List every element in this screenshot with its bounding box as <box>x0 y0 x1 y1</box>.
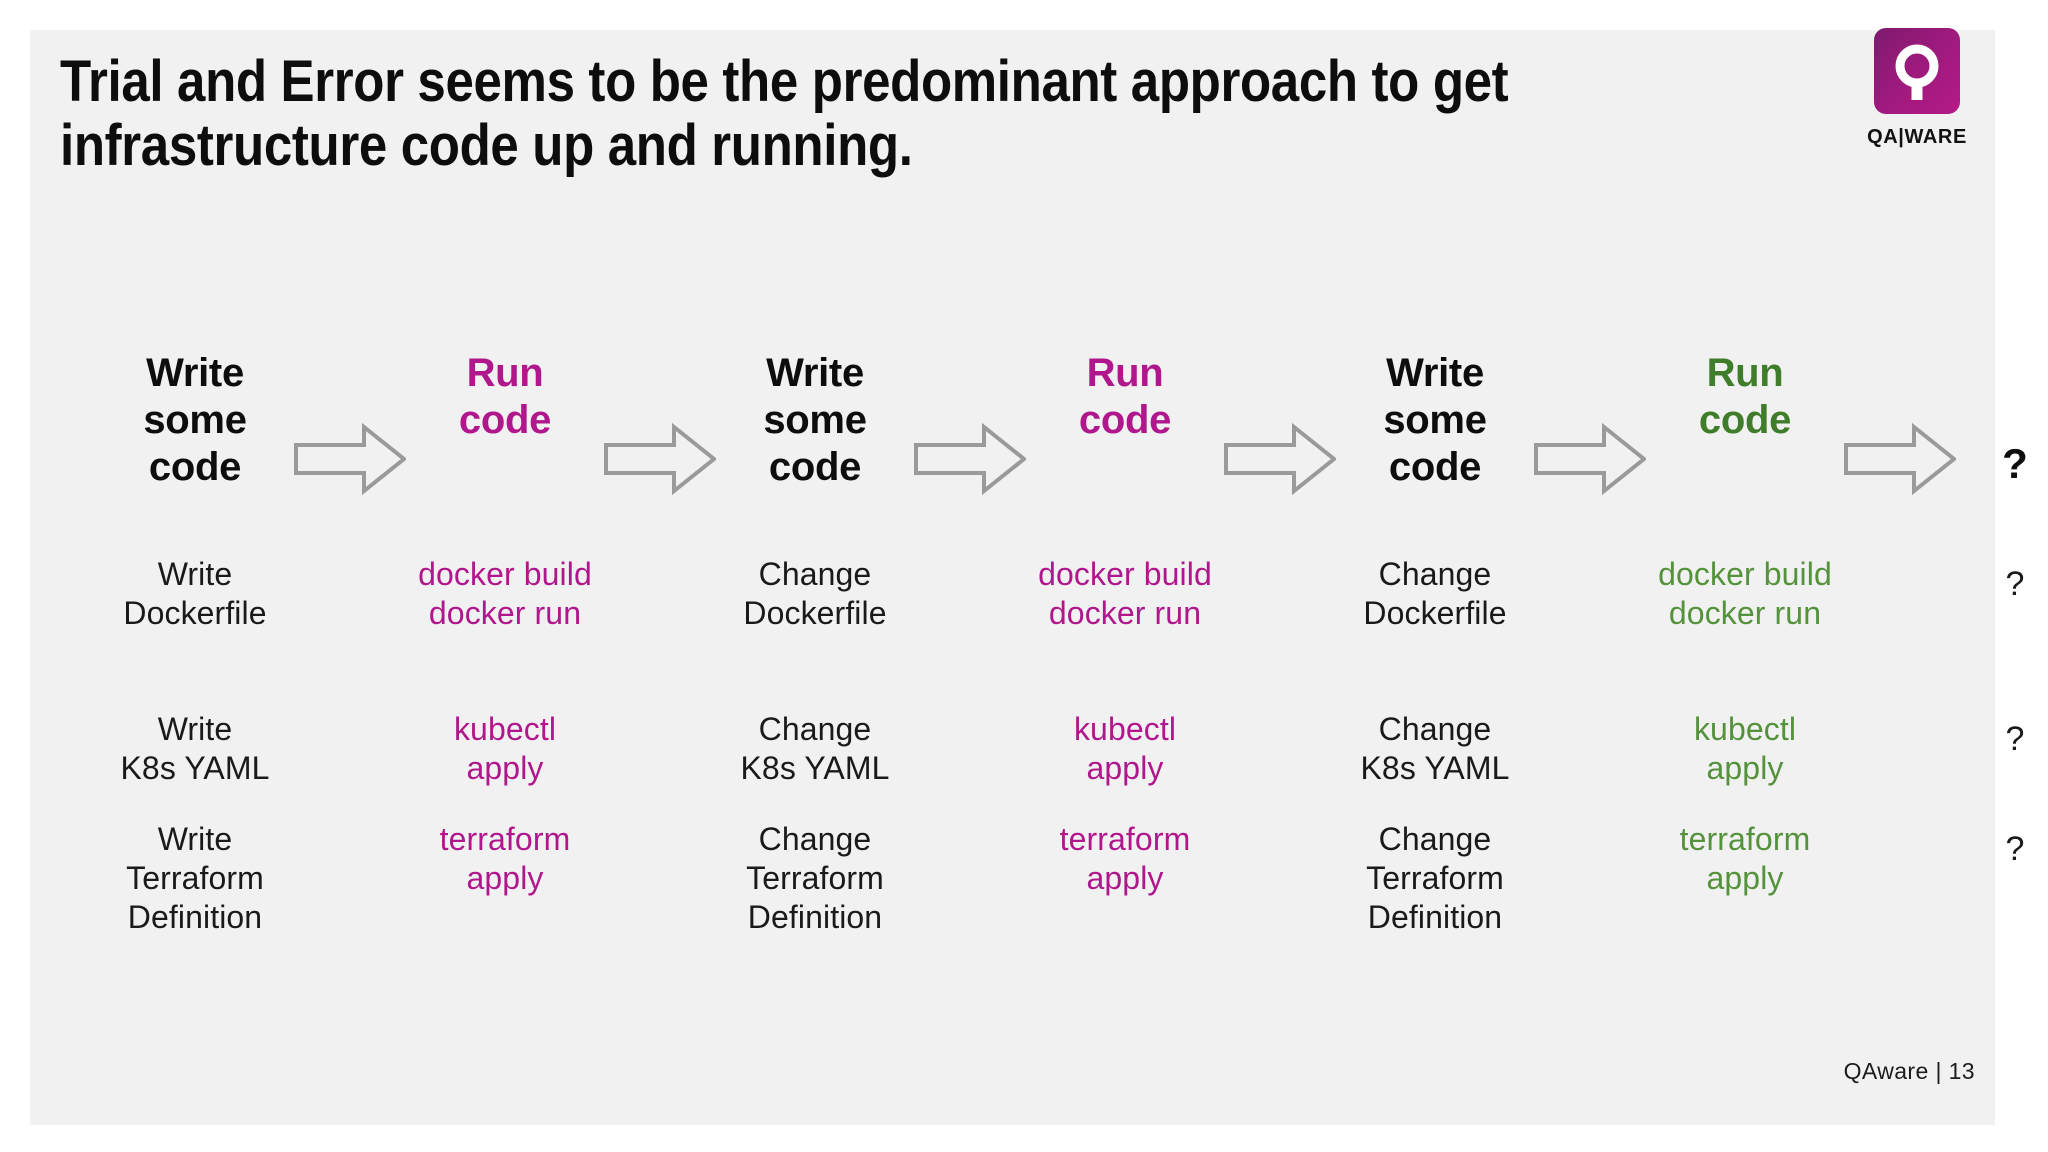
brand-logo-block: QA|WARE <box>1862 28 1972 173</box>
flow-column-header-run-1: Run code <box>458 351 552 443</box>
flow-cell-run-2-row1: docker build docker run <box>1038 556 1212 632</box>
brand-wordmark: QA|WARE <box>1867 126 1967 148</box>
flow-arrow-2-right-block-arrow-icon <box>604 422 716 496</box>
flow-cell-write-3-row3: Change Terraform Definition <box>1366 821 1504 936</box>
flow-cell-question-row1: ? <box>2005 565 2025 603</box>
flow-column-header-run-2: Run code <box>1078 351 1172 443</box>
slide-content-panel <box>30 30 1995 1125</box>
slide-title: Trial and Error seems to be the predomin… <box>60 49 1509 178</box>
flow-cell-run-3-row3: terraform apply <box>1679 821 1811 897</box>
flow-cell-write-3-row2: Change K8s YAML <box>1360 711 1510 787</box>
flow-cell-run-1-row1: docker build docker run <box>418 556 592 632</box>
flow-column-header-run-3: Run code <box>1698 351 1792 443</box>
flow-arrow-6-right-block-arrow-icon <box>1844 422 1956 496</box>
flow-cell-write-2-row2: Change K8s YAML <box>740 711 890 787</box>
qaware-q-logo-icon <box>1874 28 1960 114</box>
flow-cell-run-3-row1: docker build docker run <box>1658 556 1832 632</box>
flow-column-header-write-3: Write some code <box>1383 351 1487 490</box>
flow-cell-run-2-row3: terraform apply <box>1059 821 1191 897</box>
flow-cell-run-3-row2: kubectl apply <box>1693 711 1797 787</box>
flow-cell-run-1-row3: terraform apply <box>439 821 571 897</box>
flow-arrow-4-right-block-arrow-icon <box>1224 422 1336 496</box>
flow-column-header-write-2: Write some code <box>763 351 867 490</box>
flow-cell-run-1-row2: kubectl apply <box>453 711 557 787</box>
flow-cell-write-1-row3: Write Terraform Definition <box>126 821 264 936</box>
slide-footer: QAware | 13 <box>1843 1058 1975 1084</box>
flow-cell-write-1-row1: Write Dockerfile <box>123 556 267 632</box>
flow-arrow-3-right-block-arrow-icon <box>914 422 1026 496</box>
flow-cell-question-row3: ? <box>2005 830 2025 868</box>
flow-cell-question-row2: ? <box>2005 720 2025 758</box>
flow-cell-write-2-row3: Change Terraform Definition <box>746 821 884 936</box>
flow-cell-write-2-row1: Change Dockerfile <box>743 556 887 632</box>
flow-cell-run-2-row2: kubectl apply <box>1073 711 1177 787</box>
flow-arrow-5-right-block-arrow-icon <box>1534 422 1646 496</box>
flow-column-header-question: ? <box>2002 440 2028 487</box>
flow-cell-write-3-row1: Change Dockerfile <box>1363 556 1507 632</box>
flow-cell-write-1-row2: Write K8s YAML <box>120 711 270 787</box>
flow-column-header-write-1: Write some code <box>143 351 247 490</box>
flow-arrow-1-right-block-arrow-icon <box>294 422 406 496</box>
